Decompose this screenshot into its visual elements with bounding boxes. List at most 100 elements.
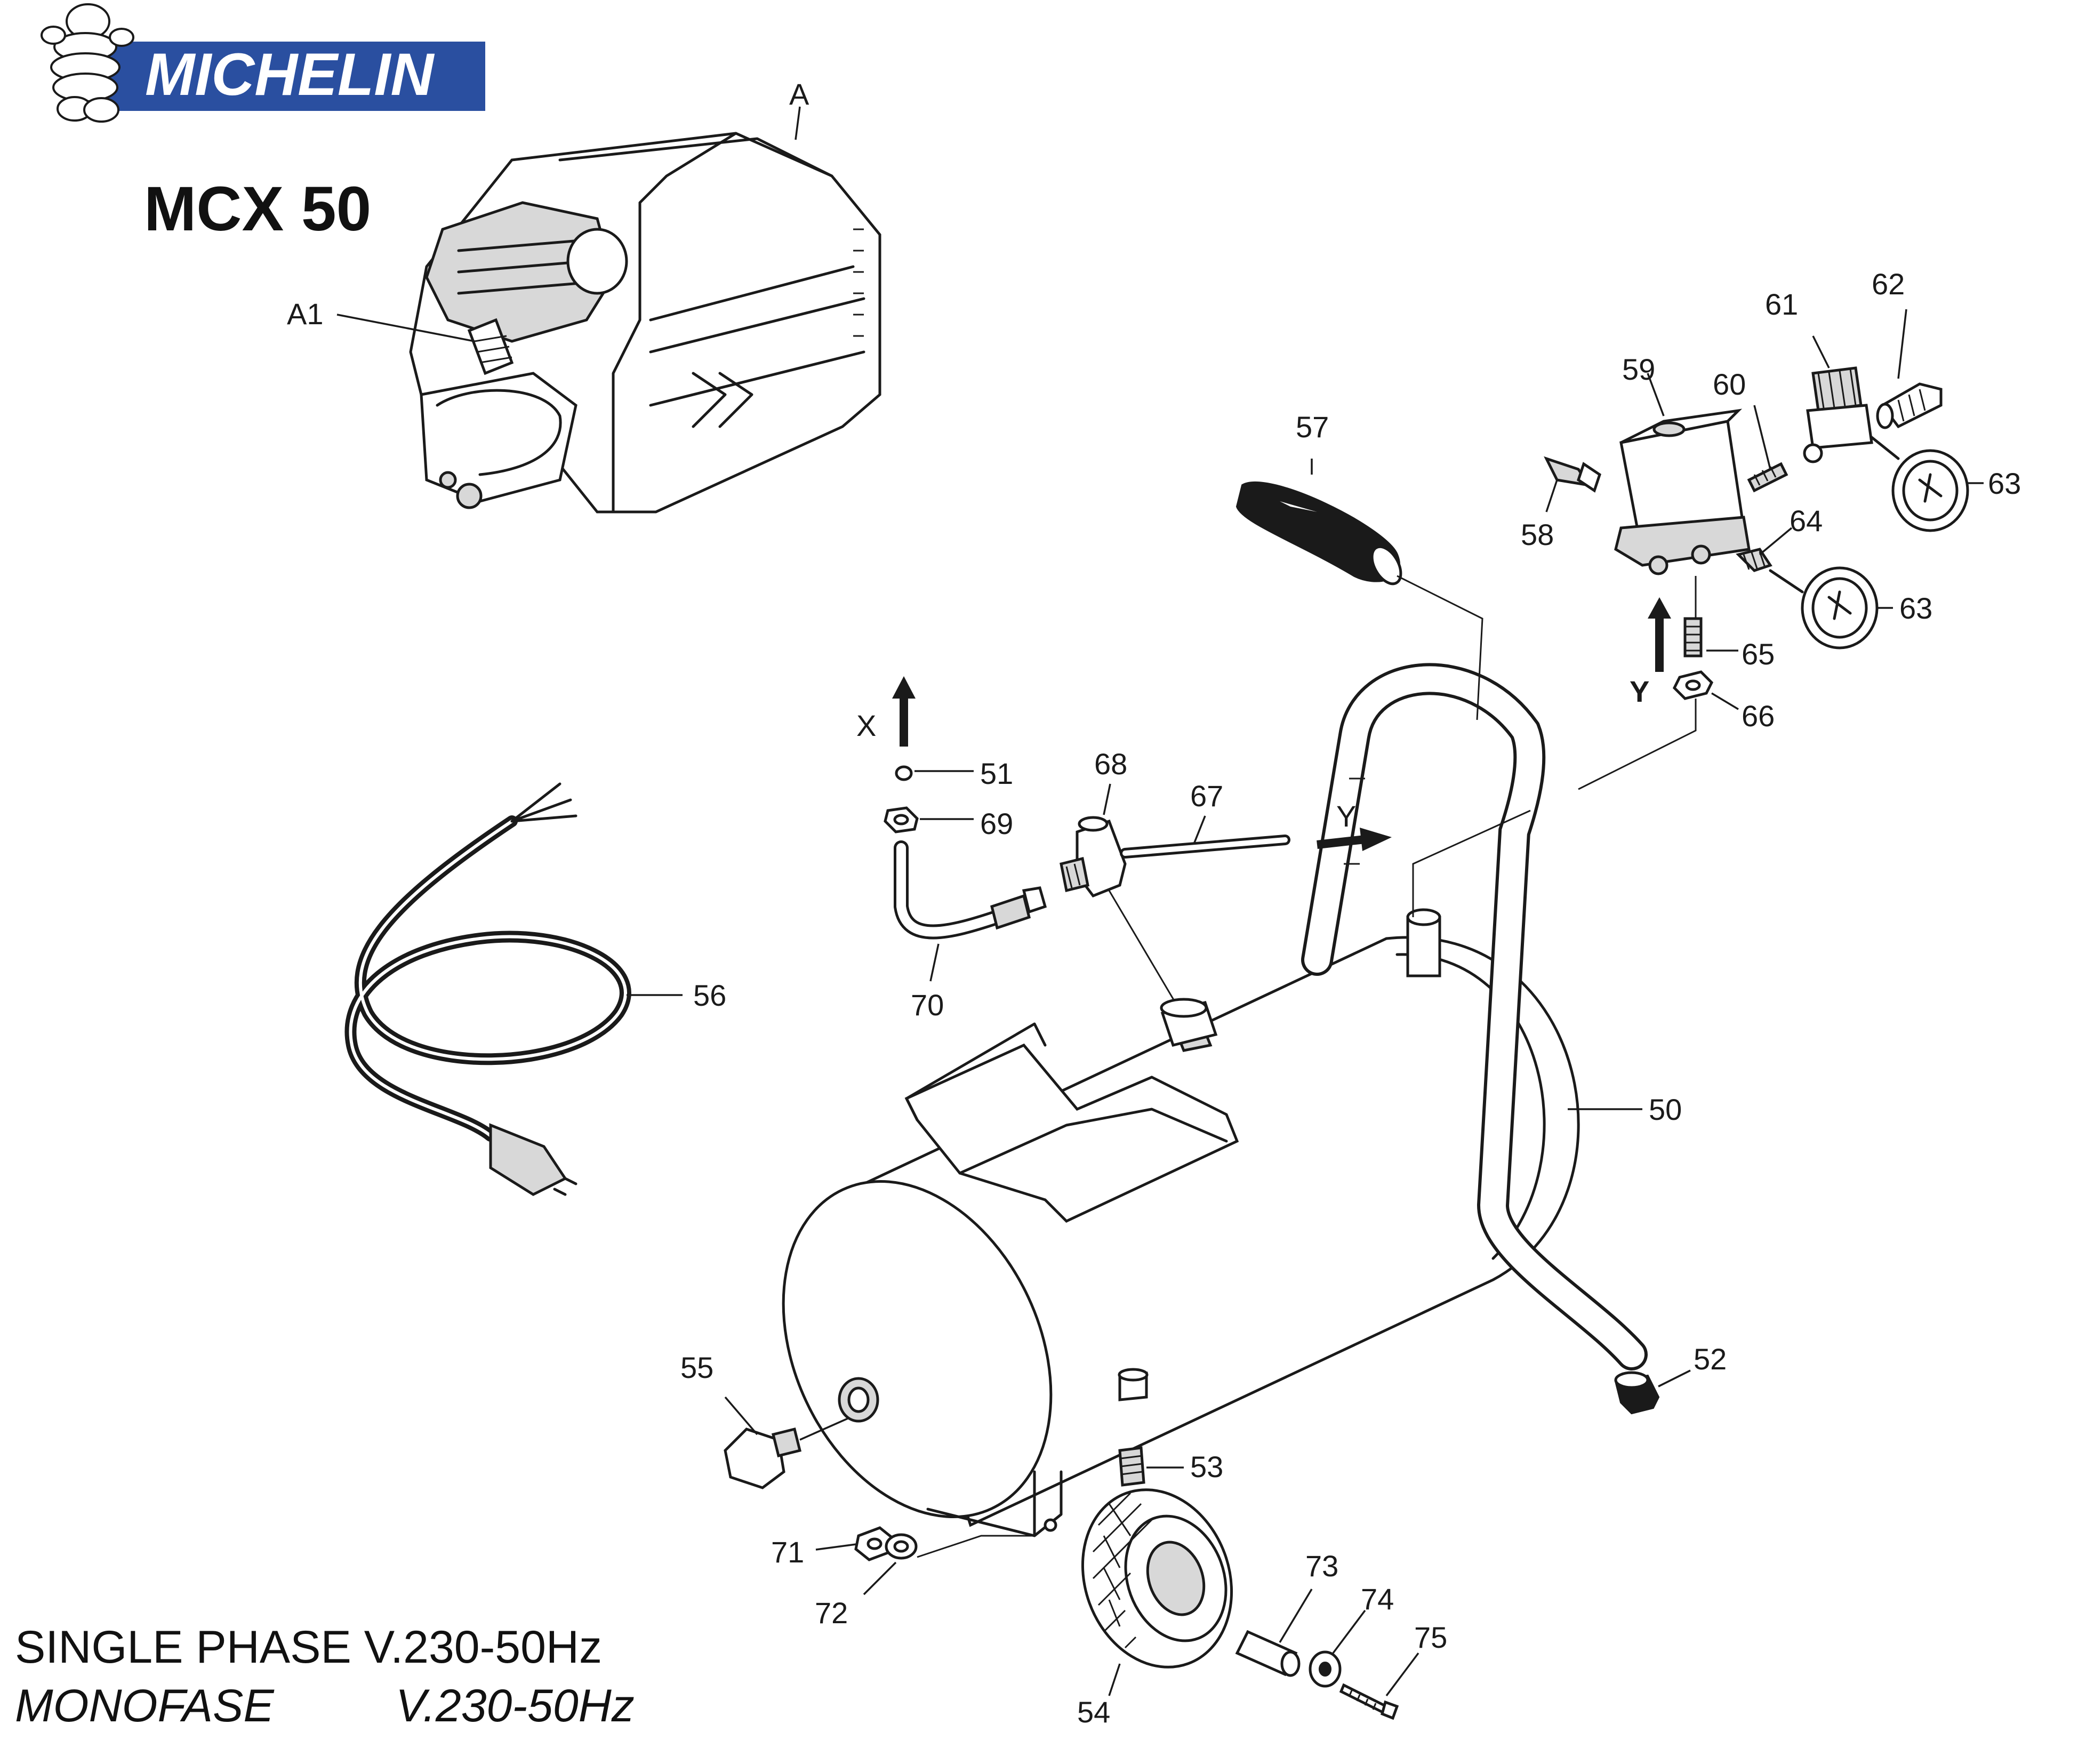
drain-plug-55 (724, 1427, 802, 1489)
axle-guide-line (917, 1535, 1034, 1558)
callout-58: 58 (1521, 518, 1554, 551)
callout-66: 66 (1742, 699, 1775, 733)
switch-guide-line (1578, 576, 1697, 790)
leader-71 (815, 1543, 856, 1551)
callout-50: 50 (1649, 1093, 1682, 1126)
arrow-up-x-icon (892, 676, 916, 747)
wheel-54 (1081, 1488, 1233, 1669)
logo-text: MICHELIN (145, 41, 435, 108)
callout-60: 60 (1713, 367, 1746, 401)
fitting-60 (1747, 462, 1788, 493)
leader-60 (1753, 405, 1771, 470)
callout-a: A (789, 77, 809, 111)
callout-75: 75 (1414, 1621, 1447, 1654)
leader-55-link (799, 1417, 848, 1441)
flow-marker-y-top: Y (1630, 675, 1649, 708)
nut-69 (884, 806, 919, 833)
motor-assembly-a (409, 132, 881, 514)
callout-72: 72 (815, 1596, 848, 1630)
leader-74 (1332, 1609, 1366, 1654)
callout-70: 70 (911, 988, 944, 1022)
handle-frame (1301, 663, 1648, 1370)
grip-guide-line (1397, 575, 1483, 720)
tee-fitting-68 (1060, 816, 1127, 898)
leader-67 (1193, 815, 1206, 843)
leader-72 (863, 1561, 897, 1595)
callout-71: 71 (771, 1535, 804, 1569)
callout-61: 61 (1765, 287, 1798, 321)
air-tank-50 (782, 908, 1580, 1527)
pressure-gauge-63-top (1870, 436, 1969, 532)
flow-marker-y-mid: Y (1336, 799, 1356, 833)
valve-51 (895, 765, 913, 781)
callout-64: 64 (1790, 504, 1823, 538)
callout-65: 65 (1742, 637, 1775, 671)
model-title: MCX 50 (144, 174, 371, 244)
michelin-logo: MICHELIN (41, 3, 485, 123)
callout-69: 69 (980, 807, 1013, 840)
leader-62 (1897, 309, 1907, 379)
leader-52 (1658, 1369, 1691, 1388)
callout-a1: A1 (287, 297, 324, 331)
pressure-gauge-63-lower (1769, 566, 1879, 650)
leader-61 (1812, 335, 1830, 368)
leader-59 (1647, 373, 1665, 416)
leader-70 (929, 943, 940, 982)
leader-75 (1385, 1652, 1419, 1697)
nut-66 (1672, 670, 1714, 700)
tank-guide-line (1412, 809, 1531, 917)
spacer-73 (1235, 1630, 1301, 1677)
leader-54 (1108, 1663, 1121, 1696)
spec-monofase-label: MONOFASE (15, 1680, 275, 1731)
spec-single-phase: SINGLE PHASE V.230-50Hz (15, 1622, 602, 1673)
leader-a1 (336, 314, 475, 342)
wheel-bracket (926, 1470, 1063, 1537)
spec-monofase-value: V.230-50Hz (396, 1680, 635, 1731)
leader-68 (1103, 783, 1111, 815)
callout-59: 59 (1622, 352, 1655, 386)
callout-62: 62 (1872, 267, 1905, 301)
callout-52: 52 (1694, 1342, 1727, 1376)
callout-74: 74 (1361, 1582, 1394, 1616)
pressure-switch-59 (1614, 408, 1751, 575)
rubber-foot-53 (1118, 1368, 1149, 1487)
washer-74 (1309, 1650, 1342, 1688)
pipe-70 (894, 840, 1047, 940)
callout-63-top: 63 (1988, 467, 2021, 500)
callout-68: 68 (1094, 747, 1127, 781)
leader-64 (1759, 527, 1793, 556)
arrow-up-y-top-icon (1648, 597, 1671, 672)
leader-55 (724, 1396, 758, 1436)
callout-55: 55 (680, 1351, 713, 1384)
end-cap-52 (1614, 1371, 1660, 1415)
callout-53: 53 (1190, 1450, 1223, 1484)
callout-73: 73 (1305, 1549, 1338, 1583)
bibendum-mascot-icon (41, 3, 134, 123)
callout-67: 67 (1190, 779, 1223, 813)
quick-coupling-62 (1876, 382, 1943, 429)
callout-54: 54 (1077, 1695, 1110, 1729)
logo-band (64, 42, 485, 111)
fitting-64 (1736, 548, 1772, 572)
arrow-right-y-mid-icon (1317, 828, 1392, 851)
motor-support-bracket (904, 1022, 1239, 1223)
callout-51: 51 (980, 757, 1013, 790)
fitting-65 (1683, 617, 1703, 658)
handle-grip-57 (1235, 481, 1402, 586)
tank-sleeve (1108, 890, 1218, 1047)
tube-67 (1120, 835, 1290, 859)
leader-73 (1279, 1589, 1313, 1643)
callout-56: 56 (693, 979, 726, 1012)
tank-drain-boss (838, 1377, 879, 1423)
callout-57: 57 (1296, 410, 1329, 444)
washer-72 (885, 1533, 918, 1560)
leader-58 (1545, 479, 1558, 512)
bolt-75 (1339, 1683, 1399, 1720)
pressure-regulator-61 (1803, 366, 1873, 463)
fitting-58 (1544, 456, 1601, 493)
power-cable-56 (344, 782, 631, 1196)
leader-a (795, 106, 801, 140)
callout-63-lower: 63 (1899, 591, 1932, 625)
flow-marker-x: X (856, 709, 876, 742)
